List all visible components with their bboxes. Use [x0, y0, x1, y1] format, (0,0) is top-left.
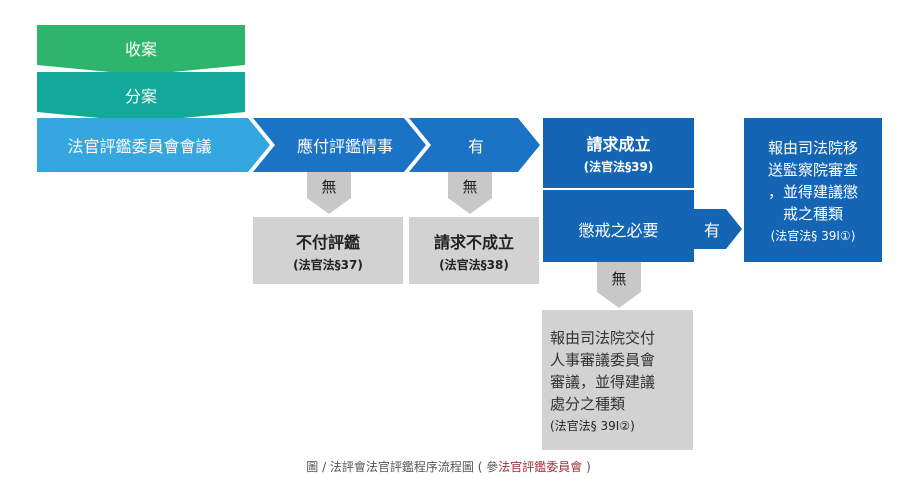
no-evaluation-ref: (法官法§37) [293, 257, 363, 272]
receive-label: 收案 [124, 40, 157, 59]
report-control-yuan-box [744, 118, 882, 262]
report-personnel-line-4: 處分之種類 [550, 394, 626, 413]
report-control-yuan-text: 報由司法院移 送監察院審查 ，並得建議懲 戒之種類 (法官法§ 39I①) [744, 118, 882, 262]
has-label-1: 有 [467, 137, 484, 156]
report-control-yuan-line-4: 戒之種類 [782, 204, 843, 223]
none-label-3: 無 [611, 269, 627, 288]
request-valid-box [543, 118, 694, 188]
should-evaluate-arrow [253, 118, 426, 172]
caption-suffix: ) [582, 460, 591, 474]
down-arrow-2 [448, 172, 492, 214]
should-evaluate-label: 應付評鑑情事 [296, 137, 393, 156]
report-personnel-ref: (法官法§ 39I②) [550, 418, 635, 433]
report-personnel-line-3: 審議，並得建議 [550, 372, 656, 391]
has-label-2: 有 [703, 221, 720, 240]
report-personnel-line-2: 人事審議委員會 [550, 350, 656, 369]
caption-link[interactable]: 法官評鑑委員會 [498, 460, 583, 474]
none-label-2: 無 [462, 177, 478, 196]
has-arrow-1 [409, 118, 540, 172]
report-control-yuan-line-2: 送監察院審查 [767, 160, 858, 179]
figure-caption: 圖 / 法評會法官評鑑程序流程圖 ( 參法官評鑑委員會 ) [0, 458, 897, 475]
assign-label: 分案 [124, 87, 157, 106]
committee-arrow [37, 118, 270, 172]
request-valid-label: 請求成立 (法官法§39) [543, 118, 694, 188]
caption-prefix: 圖 / 法評會法官評鑑程序流程圖 ( 參 [306, 460, 499, 474]
report-control-yuan-ref: (法官法§ 39I①) [770, 228, 856, 243]
no-evaluation-text: 不付評鑑 (法官法§37) [253, 217, 403, 284]
request-invalid-ref: (法官法§38) [439, 257, 509, 272]
down-arrow-3 [597, 262, 641, 308]
committee-label: 法官評鑑委員會會議 [67, 137, 212, 156]
has-arrow-2 [694, 209, 742, 249]
down-arrow-1 [307, 172, 351, 214]
request-valid-title: 請求成立 [586, 135, 651, 154]
assign-chevron [37, 72, 245, 122]
report-personnel-text: 報由司法院交付 人事審議委員會 審議，並得建議 處分之種類 (法官法§ 39I②… [542, 310, 693, 450]
need-discipline-box [543, 190, 694, 262]
request-valid-ref: (法官法§39) [583, 160, 654, 174]
no-evaluation-title: 不付評鑑 [295, 232, 360, 252]
request-invalid-text: 請求不成立 (法官法§38) [409, 217, 539, 284]
request-invalid-title: 請求不成立 [433, 232, 514, 252]
report-personnel-line-1: 報由司法院交付 [550, 328, 656, 347]
request-invalid-box [409, 217, 539, 284]
receive-chevron [37, 25, 245, 75]
none-label-1: 無 [321, 177, 337, 196]
need-discipline-label: 懲戒之必要 [578, 221, 659, 240]
report-personnel-box [542, 310, 693, 450]
report-control-yuan-line-3: ，並得建議懲 [767, 182, 858, 201]
report-control-yuan-line-1: 報由司法院移 [767, 138, 858, 157]
no-evaluation-box [253, 217, 403, 284]
